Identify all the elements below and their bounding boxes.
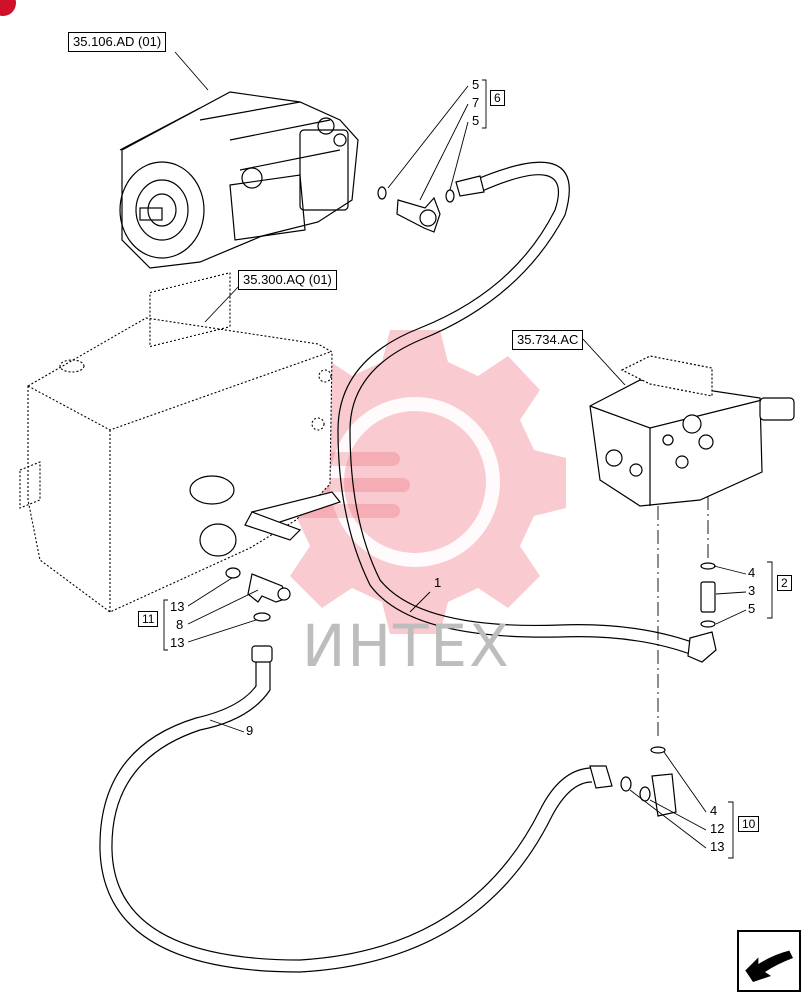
ref-valve[interactable]: 35.734.AC	[512, 330, 584, 350]
callout-13-bottom: 13	[710, 839, 725, 854]
group-brackets	[163, 79, 773, 859]
callout-12-bottom: 12	[710, 821, 725, 836]
group-2: 2	[777, 575, 792, 591]
watermark-text: ИНТЕХ	[302, 612, 511, 680]
leader-lines	[174, 51, 747, 849]
hose-1	[337, 161, 701, 658]
callout-5-top-b: 5	[472, 113, 480, 128]
red-dot-icon	[0, 0, 16, 16]
ref-housing[interactable]: 35.300.AQ (01)	[238, 270, 337, 290]
callout-8-left: 8	[176, 617, 184, 632]
group-11: 11	[138, 611, 159, 627]
housing-drawing	[19, 271, 333, 613]
callout-4-bottom: 4	[710, 803, 718, 818]
callout-13-left-a: 13	[170, 599, 185, 614]
hose-9	[99, 660, 593, 973]
navigate-arrow-icon[interactable]	[737, 930, 801, 992]
watermark-logo-icon	[264, 330, 566, 634]
housing-fittings	[189, 475, 342, 557]
valve-drawing	[589, 355, 795, 507]
fittings	[225, 175, 717, 817]
callout-9-hose: 9	[246, 723, 254, 738]
callout-5-right: 5	[748, 601, 756, 616]
callout-1-hose: 1	[434, 575, 442, 590]
callout-5-top-a: 5	[472, 77, 480, 92]
callout-4-right: 4	[748, 565, 756, 580]
callout-3-right: 3	[748, 583, 756, 598]
callout-7-top: 7	[472, 95, 480, 110]
center-lines	[657, 496, 709, 740]
group-10: 10	[738, 816, 760, 832]
callout-13-left-b: 13	[170, 635, 185, 650]
pump-drawing	[119, 91, 359, 269]
ref-pump[interactable]: 35.106.AD (01)	[68, 32, 167, 52]
group-6: 6	[490, 90, 505, 106]
watermark-rings	[330, 397, 500, 567]
